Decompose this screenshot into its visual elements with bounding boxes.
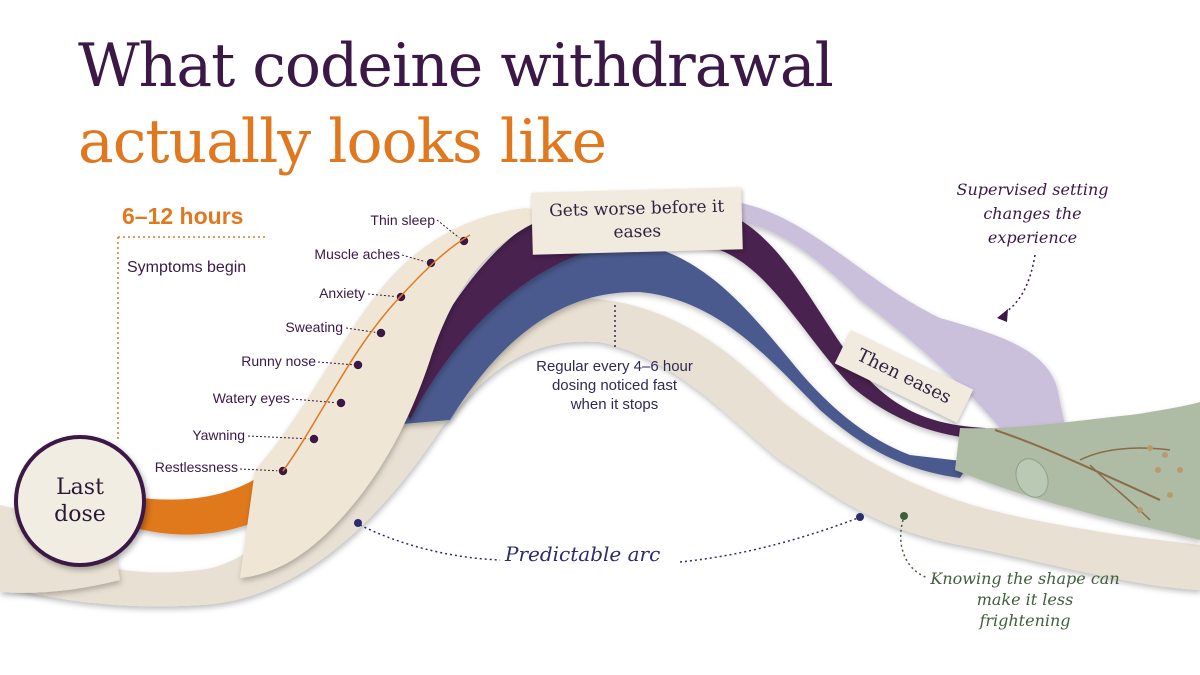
symptom-trace-line [282,234,471,472]
eucalyptus-sprig-decoration [994,429,1183,521]
title-line-1: What codeine withdrawal [78,31,834,101]
cream-rising-band [240,208,560,578]
title-line-2: actually looks like [78,107,607,177]
symptom-label: Restlessness [154,459,238,475]
supervised-note-arrow [1001,254,1036,316]
predictable-arc-guide [359,517,859,563]
dosing-note: Regular every 4–6 hour dosing noticed fa… [536,358,693,413]
lavender-band [720,200,1066,430]
plum-band [400,200,1000,440]
arc-start-dot [354,519,362,527]
symptom-label: Anxiety [319,285,365,301]
onset-hours-label: 6–12 hours [122,203,244,229]
supervised-arrow-head [997,309,1008,322]
knowing-note-dot [900,512,908,520]
onset-label: Symptoms begin [127,259,247,276]
page-title: What codeine withdrawal actually looks l… [78,28,834,180]
symptom-label: Runny nose [241,353,316,369]
last-dose-circle: Last dose [14,435,146,567]
symptom-label: Yawning [192,427,245,443]
supervised-note: Supervised setting changes the experienc… [956,180,1109,247]
arc-end-dot [856,513,864,521]
peak-tag: Gets worse before it eases [531,187,743,255]
symptom-label: Sweating [285,319,343,335]
last-dose-label: Last dose [54,475,106,527]
symptom-label: Thin sleep [370,212,435,228]
knowing-note-connector [899,519,929,579]
onset-guide-lines [117,236,268,440]
navy-band [390,239,970,478]
symptom-label: Watery eyes [212,390,290,406]
predictable-arc-label: Predictable arc [505,542,661,566]
knowing-note: Knowing the shape can make it less frigh… [930,569,1120,630]
symptom-label: Muscle aches [314,246,400,262]
symptom-connectors [239,219,463,472]
